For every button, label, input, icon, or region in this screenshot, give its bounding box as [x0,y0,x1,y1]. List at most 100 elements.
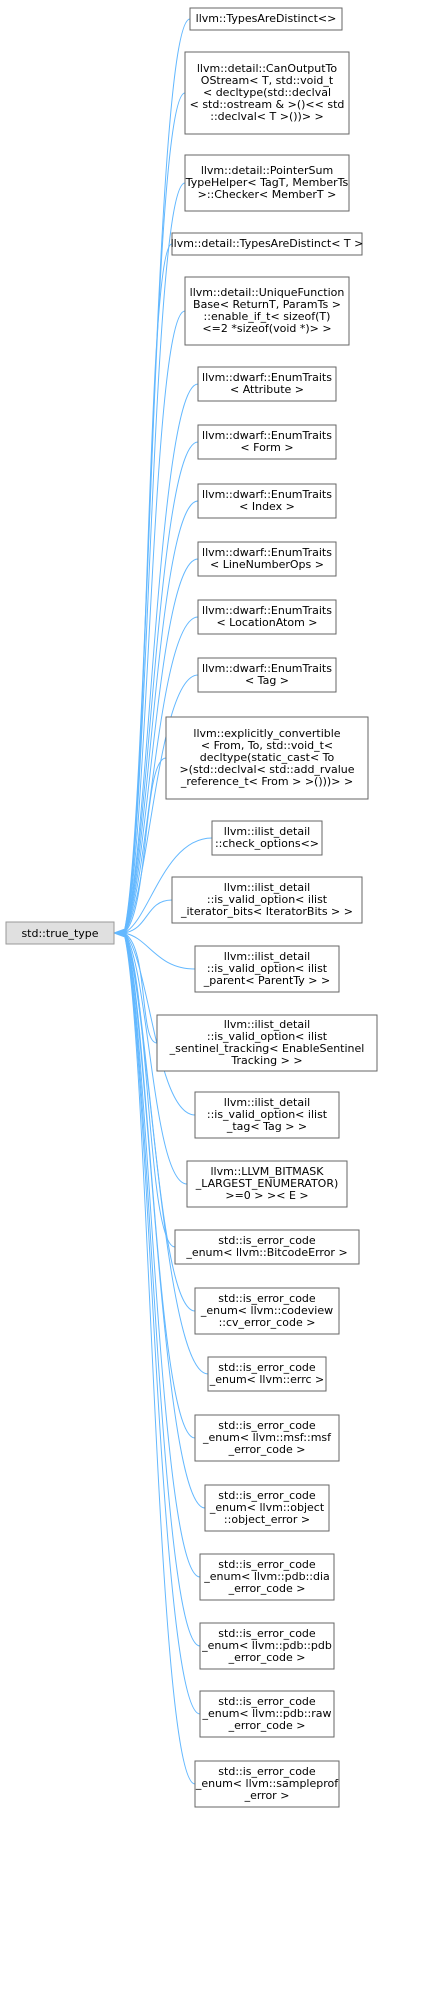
node-label-line: _error_code > [228,1443,306,1456]
node-label-line: llvm::dwarf::EnumTraits [202,429,332,442]
node-label-line: llvm::ilist_detail [224,950,310,963]
node-box [171,876,363,924]
node-label-line: _error_code > [228,1582,306,1595]
node-label-line: <=2 *sizeof(void *)> > [202,322,331,335]
node-label-line: llvm::ilist_detail [224,1018,310,1031]
edge-enum-traits-index [123,500,199,934]
node-label-line: llvm::detail::CanOutputTo [197,62,338,75]
node-label-line: llvm::dwarf::EnumTraits [202,488,332,501]
edge-enum-traits-line-number-ops [123,558,199,934]
node-is-valid-option-tag[interactable]: llvm::ilist_detail::is_valid_option< ili… [194,1091,340,1139]
node-is-error-code-enum-sampleprof-error[interactable]: std::is_error_code_enum< llvm::samplepro… [194,1760,340,1808]
node-is-error-code-enum-bitcode-error[interactable]: std::is_error_code_enum< llvm::BitcodeEr… [174,1229,360,1265]
edge-line [123,932,209,1375]
node-label-line: std::is_error_code [218,1361,316,1374]
node-label-line: < From, To, std::void_t< [201,739,333,752]
edge-line [123,932,206,1509]
node-box [165,716,369,800]
node-enum-traits-location-atom[interactable]: llvm::dwarf::EnumTraits< LocationAtom > [197,599,337,635]
node-box [194,1287,340,1335]
edge-pointer-sum-type-helper [123,182,186,934]
node-box [197,483,337,519]
node-check-options[interactable]: llvm::ilist_detail::check_options<> [211,820,323,856]
derived-class-nodes: llvm::TypesAreDistinct<>llvm::detail::Ca… [156,7,378,1808]
node-box [199,1690,335,1738]
node-box [189,7,343,31]
node-types-are-distinct[interactable]: llvm::TypesAreDistinct<> [189,7,343,31]
node-label-line: _sentinel_tracking< EnableSentinel [169,1042,365,1055]
edge-is-valid-option-parent [123,932,196,970]
node-label-line: std::is_error_code [218,1419,316,1432]
node-is-error-code-enum-object-error[interactable]: std::is_error_code_enum< llvm::object::o… [204,1484,330,1532]
edge-line [123,558,199,934]
edge-line [123,182,186,934]
node-box [184,154,350,212]
node-is-valid-option-iterator-bits[interactable]: llvm::ilist_detail::is_valid_option< ili… [171,876,363,924]
node-is-error-code-enum-errc[interactable]: std::is_error_code_enum< llvm::errc > [207,1356,327,1392]
node-label-line: _enum< llvm::errc > [209,1373,325,1386]
node-is-valid-option-parent[interactable]: llvm::ilist_detail::is_valid_option< ili… [194,945,340,993]
edge-is-error-code-enum-errc [123,932,209,1375]
node-is-error-code-enum-raw-error-code[interactable]: std::is_error_code_enum< llvm::pdb::raw_… [199,1690,335,1738]
node-label-line: >=0 > >< E > [225,1189,308,1202]
node-label-line: llvm::dwarf::EnumTraits [202,604,332,617]
node-label-line: _enum< llvm::codeview [200,1304,333,1317]
edge-line [123,899,173,934]
node-enum-traits-form[interactable]: llvm::dwarf::EnumTraits< Form > [197,424,337,460]
node-is-error-code-enum-dia-error-code[interactable]: std::is_error_code_enum< llvm::pdb::dia_… [199,1553,335,1601]
edge-is-error-code-enum-sampleprof-error [123,932,196,1785]
edge-unique-function-base [123,310,186,934]
node-types-are-distinct-t[interactable]: llvm::detail::TypesAreDistinct< T > [171,232,364,256]
root-node-std-true-type[interactable]: std::true_type [5,921,115,945]
node-label-line: _error_code > [228,1651,306,1664]
node-label-line: _error_code > [228,1719,306,1732]
node-is-valid-option-sentinel-tracking[interactable]: llvm::ilist_detail::is_valid_option< ili… [156,1014,378,1072]
node-box [184,276,350,346]
edge-is-valid-option-iterator-bits [123,899,173,934]
edge-line [123,616,199,934]
edge-line [123,932,158,1044]
node-label-line: ::enable_if_t< sizeof(T) [204,310,331,323]
node-label-line: < LineNumberOps > [210,558,324,571]
node-label-line: ::cv_error_code > [219,1316,316,1329]
edge-line [123,932,188,1185]
node-box [197,599,337,635]
node-label-line: < LocationAtom > [216,616,317,629]
node-label-line: llvm::TypesAreDistinct<> [196,12,337,25]
node-enum-traits-attribute[interactable]: llvm::dwarf::EnumTraits< Attribute > [197,366,337,402]
node-enum-traits-index[interactable]: llvm::dwarf::EnumTraits< Index > [197,483,337,519]
node-llvm-bitmask-largest-enumerator[interactable]: llvm::LLVM_BITMASK_LARGEST_ENUMERATOR)>=… [186,1160,348,1208]
node-label-line: _enum< llvm::pdb::pdb [201,1639,332,1652]
node-explicitly-convertible[interactable]: llvm::explicitly_convertible< From, To, … [165,716,369,800]
node-box [194,1091,340,1139]
edge-line [123,932,201,1715]
edge-line [123,674,199,934]
node-is-error-code-enum-msf-error-code[interactable]: std::is_error_code_enum< llvm::msf::msf_… [194,1414,340,1462]
node-box [197,657,337,693]
edge-line [123,932,201,1647]
node-box [194,945,340,993]
node-box [204,1484,330,1532]
node-label-line: < Form > [240,441,293,454]
node-box [194,1760,340,1808]
edge-llvm-bitmask-largest-enumerator [123,932,188,1185]
node-label-line: std::is_error_code [218,1695,316,1708]
node-label-line: _error > [244,1789,290,1802]
node-label-line: std::is_error_code [218,1292,316,1305]
node-label-line: ::object_error > [224,1513,310,1526]
node-box [199,1553,335,1601]
node-label-line: _enum< llvm::pdb::raw [201,1707,331,1720]
node-box [174,1229,360,1265]
node-enum-traits-line-number-ops[interactable]: llvm::dwarf::EnumTraits< LineNumberOps > [197,541,337,577]
node-label-line: < decltype(std::declval [203,86,331,99]
node-is-error-code-enum-cv-error-code[interactable]: std::is_error_code_enum< llvm::codeview:… [194,1287,340,1335]
node-enum-traits-tag[interactable]: llvm::dwarf::EnumTraits< Tag > [197,657,337,693]
edge-line [123,932,201,1578]
node-label-line: llvm::LLVM_BITMASK [210,1165,324,1178]
node-is-error-code-enum-pdb-error-code[interactable]: std::is_error_code_enum< llvm::pdb::pdb_… [199,1622,335,1670]
node-label-line: _enum< llvm::object [209,1501,325,1514]
